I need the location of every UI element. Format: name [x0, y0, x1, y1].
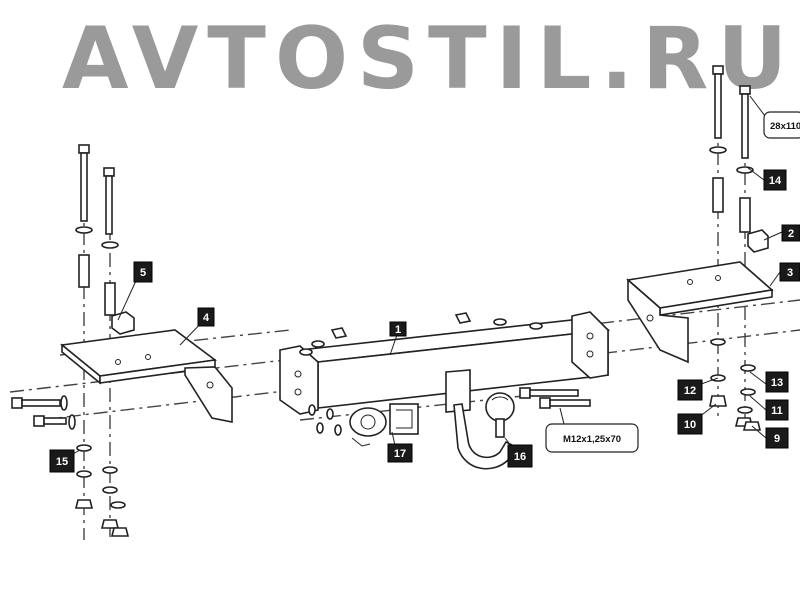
callout-bolt-m12: M12x1,25x70: [545, 423, 639, 453]
left-bracket-group: [11, 144, 233, 537]
part-tag-13: 13: [765, 371, 789, 393]
svg-text:2: 2: [788, 228, 794, 240]
part-tag-11: 11: [765, 399, 789, 421]
svg-text:11: 11: [771, 405, 783, 417]
part-tag-5: 5: [133, 261, 153, 283]
svg-text:10: 10: [684, 419, 696, 431]
svg-text:1: 1: [395, 324, 401, 336]
svg-text:4: 4: [203, 312, 210, 324]
part-tag-12: 12: [677, 379, 703, 401]
part-tag-10: 10: [677, 413, 703, 435]
svg-text:9: 9: [774, 433, 780, 445]
svg-text:28x110: 28x110: [770, 121, 800, 132]
main-crossbar: [279, 311, 611, 415]
part-tag-17: 17: [387, 443, 413, 463]
part-tag-9: 9: [765, 427, 789, 449]
svg-text:14: 14: [769, 175, 782, 187]
part-tag-16: 16: [507, 444, 533, 468]
svg-text:15: 15: [56, 456, 68, 468]
svg-text:3: 3: [787, 267, 793, 279]
callout-bolt-top: 28x110: [763, 111, 800, 139]
part-tag-4: 4: [197, 307, 215, 327]
part-tag-3: 3: [779, 262, 800, 282]
svg-text:M12x1,25x70: M12x1,25x70: [563, 434, 621, 445]
svg-text:13: 13: [771, 377, 783, 389]
right-bracket-group: [626, 65, 774, 431]
svg-text:17: 17: [394, 448, 406, 460]
part-tag-15: 15: [49, 449, 75, 473]
svg-text:5: 5: [140, 267, 146, 279]
svg-text:16: 16: [514, 451, 526, 463]
part-tag-14: 14: [763, 169, 787, 191]
part-tag-2: 2: [781, 224, 800, 242]
part-tag-1: 1: [389, 321, 407, 337]
svg-text:12: 12: [684, 385, 696, 397]
tow-ball-assembly: [308, 369, 591, 470]
watermark-text: AVTOSTIL.RU: [62, 9, 796, 109]
